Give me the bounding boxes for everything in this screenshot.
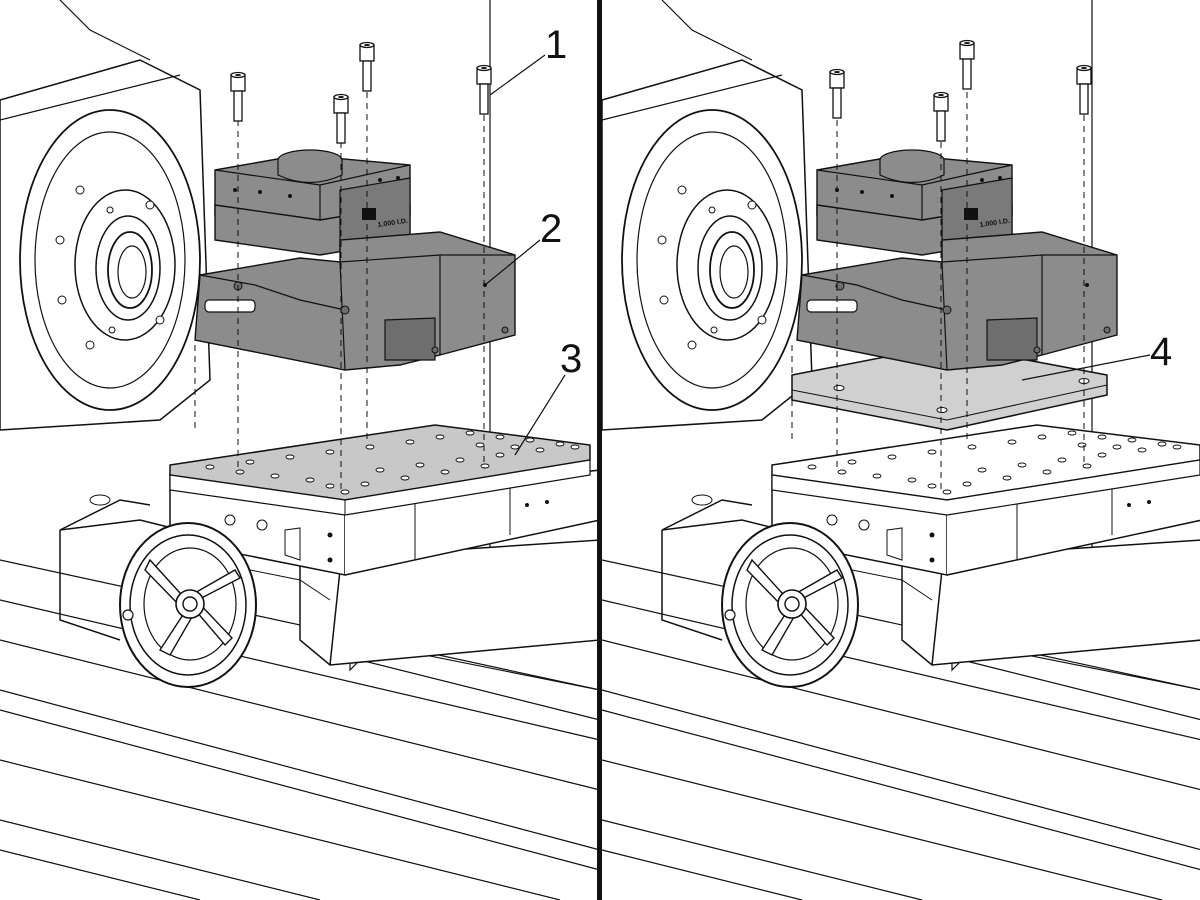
- leader-line: [489, 54, 546, 96]
- fixture-block: [194, 149, 516, 371]
- leader-line: [514, 374, 566, 456]
- callout-4: 4: [1150, 330, 1172, 374]
- alignment-lines: [194, 92, 485, 492]
- callouts-left: 1 2 3: [484, 23, 582, 456]
- table-plate: [771, 424, 1200, 516]
- spacer-plate: [791, 344, 1108, 431]
- bolt: [933, 91, 949, 142]
- bolt: [829, 68, 845, 119]
- spindle-head: [601, 0, 813, 431]
- bolt: [476, 64, 492, 115]
- callout-1: 1: [545, 23, 567, 67]
- bolt: [959, 39, 975, 90]
- callout-3: 3: [560, 337, 582, 381]
- bolt: [359, 41, 375, 92]
- fixture-stamp: 1.000 I.D.: [377, 218, 408, 229]
- callouts-right: 4: [1021, 330, 1172, 381]
- right-panel: 1.000 I.D. 4: [601, 0, 1200, 900]
- callout-2: 2: [540, 207, 562, 251]
- bolts: [829, 39, 1092, 142]
- panel-divider: [597, 0, 602, 900]
- bolts: [230, 41, 492, 144]
- fixture-block: [796, 149, 1118, 371]
- bolt: [1076, 64, 1092, 115]
- bolt: [230, 71, 246, 122]
- alignment-lines: [791, 92, 1085, 492]
- spindle-head: [0, 0, 211, 431]
- table-plate: [169, 424, 591, 516]
- fixture-stamp: 1.000 I.D.: [979, 218, 1010, 229]
- leader-line: [1021, 354, 1151, 381]
- bolt: [333, 93, 349, 144]
- left-panel: 1.000 I.D. 1 2 3: [0, 0, 601, 900]
- leader-line: [484, 239, 541, 286]
